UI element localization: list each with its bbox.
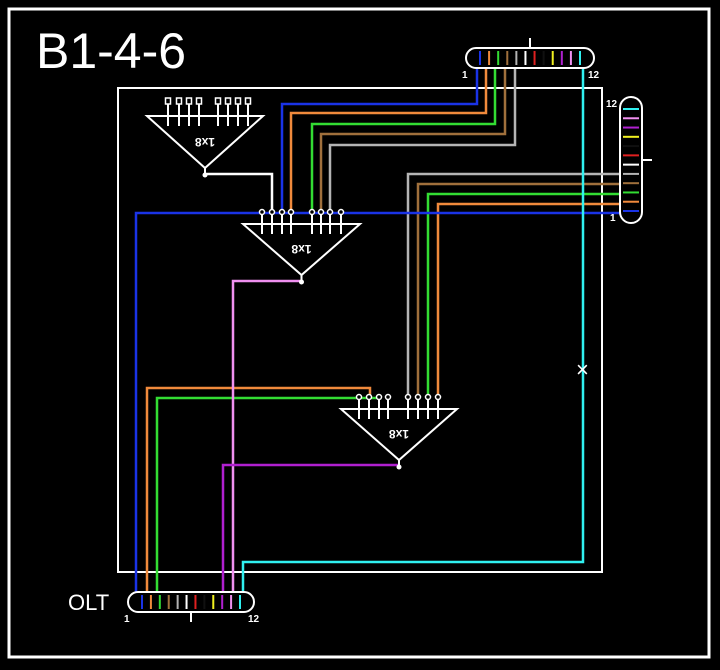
port-cap	[278, 208, 286, 216]
port-number-start: 1	[124, 614, 130, 625]
port-cap	[185, 97, 193, 105]
break-marker: ×	[576, 357, 589, 382]
port-cap	[424, 393, 432, 401]
splitter-middle-body	[240, 223, 363, 277]
fiber-rose	[231, 279, 301, 598]
splitter-middle: 1x8	[240, 208, 363, 285]
port-cap	[164, 97, 172, 105]
port-cap	[258, 208, 266, 216]
top-cable-body	[465, 47, 595, 69]
fiber-aqua	[241, 62, 585, 598]
olt-cable-body	[127, 591, 255, 613]
port-cap	[268, 208, 276, 216]
splitter-top: 1x8	[144, 97, 266, 178]
fiber-green	[310, 62, 497, 212]
splitter-label: 1x8	[195, 135, 215, 149]
splitter-bottom-input-dot	[396, 464, 402, 470]
splitter-top-body	[144, 115, 266, 170]
port-cap	[224, 97, 232, 105]
port-cap	[234, 97, 242, 105]
port-cap	[365, 393, 373, 401]
port-number-start: 1	[462, 70, 468, 81]
fiber-routes	[134, 62, 632, 598]
diagram-title: B1-4-6	[36, 23, 186, 79]
cables: 1 12 1 12 1 12	[124, 38, 652, 625]
fiber-orange	[289, 62, 488, 212]
port-number-end: 12	[606, 99, 618, 110]
right-cable: 1 12	[606, 96, 652, 224]
fiber-green	[155, 396, 382, 598]
port-cap	[244, 97, 252, 105]
fiber-gray	[406, 172, 632, 397]
fiber-blue	[280, 62, 479, 212]
splitter-bottom: 1x8	[338, 393, 460, 470]
splitter-top-input-dot	[202, 172, 208, 178]
port-cap	[214, 97, 222, 105]
port-cap	[195, 97, 203, 105]
splitter-bottom-body	[338, 408, 460, 462]
splitters: 1x8 1x8 1x8	[144, 97, 460, 470]
fiber-gray	[328, 62, 517, 212]
port-cap	[375, 393, 383, 401]
fiber-blue	[134, 211, 632, 598]
port-cap	[337, 208, 345, 216]
olt-cable: 1 12	[124, 591, 260, 625]
port-cap	[355, 393, 363, 401]
port-cap	[384, 393, 392, 401]
port-cap	[326, 208, 334, 216]
top-cable: 1 12	[462, 38, 600, 81]
fiber-orange	[436, 202, 632, 397]
port-cap	[414, 393, 422, 401]
outer-frame	[7, 7, 711, 659]
splitter-label: 1x8	[291, 242, 311, 256]
port-number-end: 12	[248, 614, 260, 625]
splitter-label: 1x8	[389, 427, 409, 441]
fiber-white	[204, 172, 274, 212]
splitter-middle-input-dot	[299, 279, 304, 285]
fiber-orange	[145, 386, 372, 598]
port-number-start: 1	[610, 213, 616, 224]
enclosure-box	[117, 87, 603, 573]
right-cable-body	[619, 96, 643, 224]
port-cap	[287, 208, 295, 216]
port-number-end: 12	[588, 70, 600, 81]
port-cap	[434, 393, 442, 401]
port-cap	[317, 208, 325, 216]
fiber-violet	[221, 463, 398, 598]
fiber-brown	[319, 62, 507, 212]
olt-label: OLT	[68, 590, 109, 615]
port-cap	[404, 393, 412, 401]
fiber-green	[426, 192, 632, 397]
port-cap	[308, 208, 316, 216]
port-cap	[175, 97, 183, 105]
fiber-brown	[416, 182, 632, 397]
